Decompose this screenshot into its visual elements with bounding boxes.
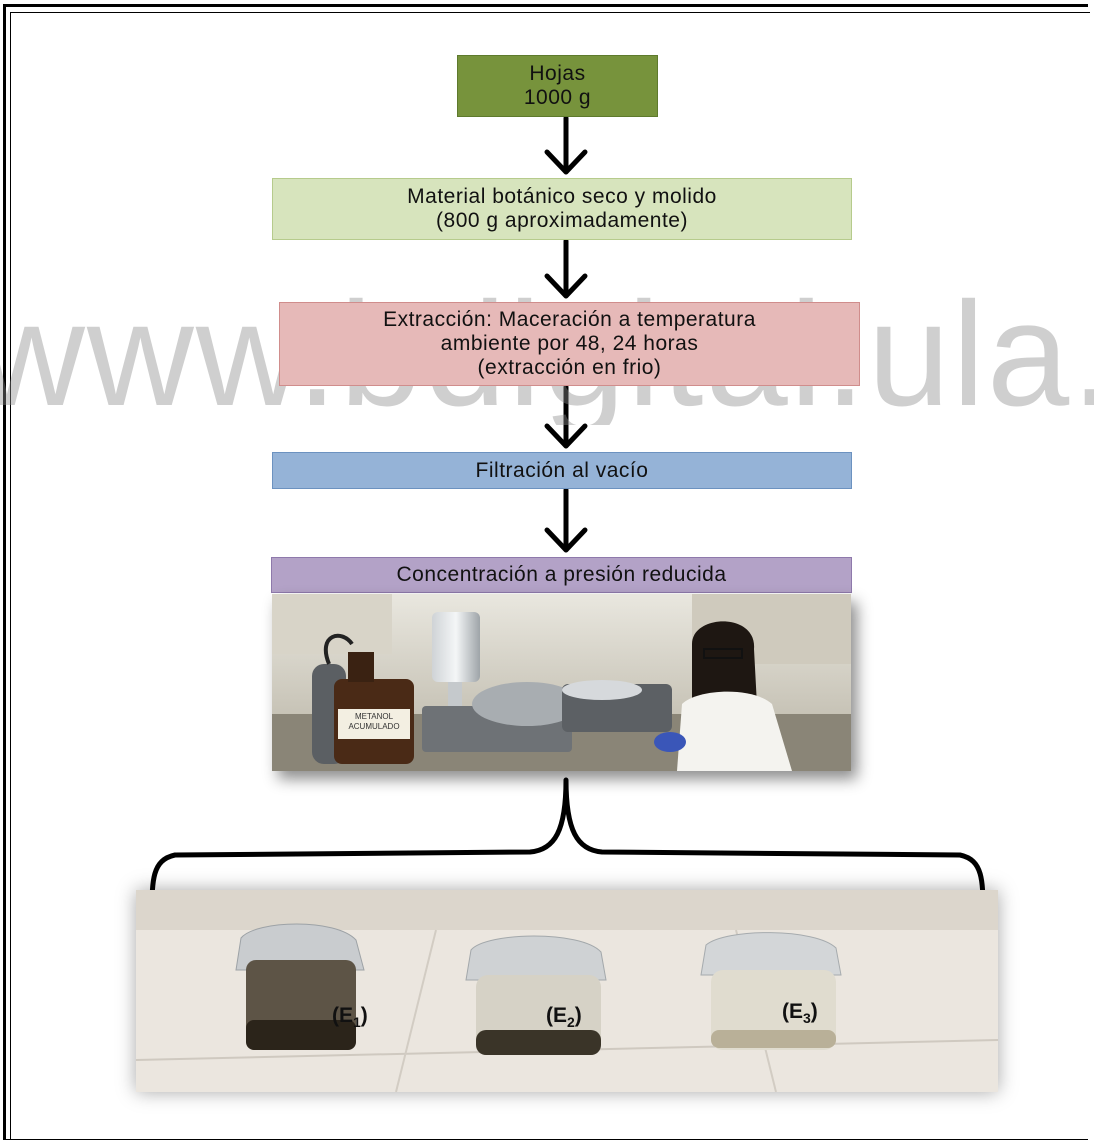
jar-label-e2: (E2) [546,1004,582,1031]
jars-photo: (E1) (E2) (E3) [136,890,998,1092]
outer-frame [3,4,1088,1140]
jar-2 [465,935,607,1055]
arrow-1 [544,115,588,175]
inner-frame [10,12,1090,1140]
arrow-4 [544,487,588,553]
arrow-3 [544,384,588,449]
curly-brace [149,777,986,918]
jar-1 [235,923,365,1050]
jar-3 [700,932,842,1050]
step-hojas: Hojas 1000 g [457,55,658,117]
arrow-2 [544,238,588,299]
bottle-label-line2: ACUMULADO [348,722,400,731]
step-concentracion: Concentración a presión reducida [271,557,852,593]
bottle-label-line1: METANOL [354,712,394,721]
step-material-botanico: Material botánico seco y molido (800 g a… [272,178,852,240]
jar-label-e1: (E1) [332,1004,368,1031]
step-extraccion: Extracción: Maceración a temperatura amb… [279,302,860,386]
step-filtracion: Filtración al vacío [272,452,852,489]
lab-photo: METANOL ACUMULADO [272,594,851,771]
jar-label-e3: (E3) [782,1000,818,1027]
